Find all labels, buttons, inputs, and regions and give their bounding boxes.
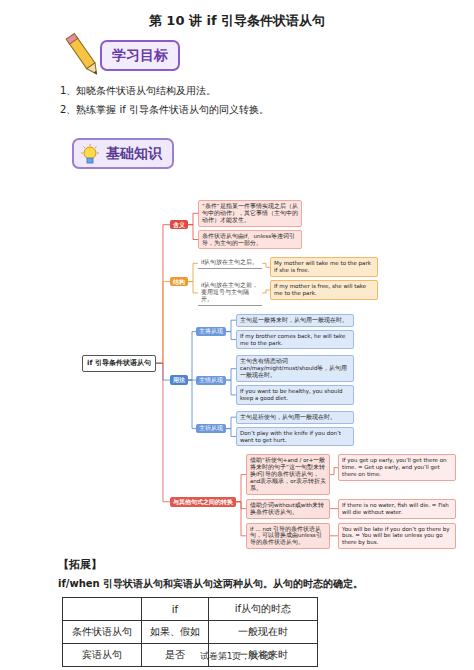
conversion-box: 借助介词without或with来转换条件状语从句。 <box>246 499 330 519</box>
tree-connector <box>226 380 236 395</box>
tree-connector <box>226 320 236 331</box>
node-text: 主情从现 <box>199 377 223 384</box>
branch-label: 与其他句式之间的转换 <box>170 497 236 507</box>
tree-connector <box>330 508 338 509</box>
meaning-box: 条件状语从句由if、unless等连词引导，为主句的一部分。 <box>198 230 302 250</box>
tree-connector <box>330 468 338 475</box>
table-cell: 一般现在时 <box>209 621 318 644</box>
structure-note: if从句放在主句之后。 <box>198 257 262 269</box>
node-text: 主祈从现 <box>199 425 223 432</box>
node-text: if从句放在主句之后。 <box>201 259 259 266</box>
node-text: If my mother is free, she will take me t… <box>274 283 374 297</box>
example-box: If you get up early, you’ll get there on… <box>338 454 456 481</box>
table-cell: 是否 <box>142 644 209 667</box>
example-box: My mother will take me to the park if sh… <box>270 257 378 277</box>
node-text: if … not 引导的条件状语从句，可以替换成由unless引导的条件状语从句… <box>250 526 326 547</box>
tree-connector <box>236 502 246 536</box>
tree-connector <box>156 363 170 502</box>
example-box: If my mother is free, she will take me t… <box>270 280 378 300</box>
goal-item: 1、知晓条件状语从句结构及用法。 <box>60 84 216 98</box>
meaning-box: “条件”是指某一件事情实现之后（从句中的动作），其它事情（主句中的动作）才能发生… <box>198 200 302 227</box>
sub-branch: 主情从现 <box>196 376 226 385</box>
node-text: If there is no water, fish will die. = F… <box>342 502 452 516</box>
table-cell: if <box>142 598 209 621</box>
tree-connector <box>188 282 198 293</box>
node-text: 主句是一般将来时，从句用一般现在时。 <box>240 317 350 324</box>
node-text: 学习目标 <box>112 47 168 64</box>
tree-connector <box>156 282 170 364</box>
node-text: My mother will take me to the park if sh… <box>274 260 374 274</box>
tree-connector <box>188 213 198 224</box>
node-text: 条件状语从句由if、unless等连词引导，为主句的一部分。 <box>202 233 298 247</box>
rule-box: 主句是祈使句，从句用一般现在时。 <box>236 411 354 424</box>
tree-connector <box>188 225 198 240</box>
node-text: 与其他句式之间的转换 <box>173 498 233 506</box>
tree-connector <box>226 332 236 340</box>
goal-item: 2、熟练掌握 if 引导条件状语从句的同义转换。 <box>60 103 269 117</box>
root-topic: if 引导条件状语从句 <box>82 355 156 372</box>
node-text: If my brother comes back, he will take m… <box>240 333 350 347</box>
node-text: If you get up early, you’ll get there on… <box>342 457 452 478</box>
node-text: 主将从现 <box>199 328 223 335</box>
table-cell: if从句的时态 <box>209 598 318 621</box>
node-text: 含义 <box>173 221 185 229</box>
table-cell <box>63 598 142 621</box>
conversion-box: 借助“祈使句+and / or+一般将来时的句子”这一句型来转换if引导的条件状… <box>246 454 330 494</box>
tree-connector <box>330 535 338 536</box>
node-text: 结构 <box>173 278 185 286</box>
sub-branch: 主祈从现 <box>196 424 226 433</box>
page-title: 第 10 讲 if 引导条件状语从句 <box>0 12 474 30</box>
goal-banner: 学习目标 <box>100 40 180 71</box>
node-text: 借助“祈使句+and / or+一般将来时的句子”这一句型来转换if引导的条件状… <box>250 457 326 491</box>
section-heading: 【拓展】 <box>58 557 102 572</box>
tree-connector <box>236 475 246 502</box>
branch-label: 结构 <box>170 277 188 287</box>
node-text: 主句是祈使句，从句用一般现在时。 <box>240 414 350 421</box>
node-text: Don’t play with the knife if you don’t w… <box>240 430 350 444</box>
structure-note: if从句放在主句之前，要用逗号与主句隔开。 <box>198 280 262 306</box>
tree-connector <box>226 369 236 380</box>
conversion-box: if … not 引导的条件状语从句，可以替换成由unless引导的条件状语从句… <box>246 523 330 550</box>
rule-box: 主句含有情态动词can/may/might/must/should等，从句用一般… <box>236 355 354 382</box>
example-box: Don’t play with the knife if you don’t w… <box>236 427 354 447</box>
table-cell: 宾语从句 <box>63 644 142 667</box>
table-cell: 条件状语从句 <box>63 621 142 644</box>
page-footer: 试卷第1页，共6页 <box>0 650 474 663</box>
tree-connector <box>226 429 236 437</box>
tree-connector <box>188 380 196 429</box>
node-text: if 引导条件状语从句 <box>87 359 151 368</box>
note-text: if/when 引导状语从句和宾语从句这两种从句。从句的时态的确定。 <box>58 577 363 591</box>
node-text: You will be late if you don’t go there b… <box>342 526 452 547</box>
node-text: 借助介词without或with来转换条件状语从句。 <box>250 502 326 516</box>
branch-label: 用法 <box>170 375 188 385</box>
pencil-icon <box>64 30 104 82</box>
tree-connector <box>262 290 270 293</box>
tree-connector <box>156 225 170 364</box>
node-text: “条件”是指某一件事情实现之后（从句中的动作），其它事情（主句中的动作）才能发生… <box>202 203 298 224</box>
tree-connector <box>188 332 196 381</box>
tree-connector <box>188 263 198 281</box>
node-text: 基础知识 <box>106 145 162 162</box>
example-box: If my brother comes back, he will take m… <box>236 330 354 350</box>
rule-box: 主句是一般将来时，从句用一般现在时。 <box>236 314 354 327</box>
node-text: If you want to be healthy, you should ke… <box>240 388 350 402</box>
knowledge-banner: 基础知识 <box>72 138 174 169</box>
node-text: if从句放在主句之前，要用逗号与主句隔开。 <box>201 282 259 303</box>
tense-table: ifif从句的时态 条件状语从句如果、假如一般现在时 宾语从句是否一般将来时 <box>62 597 318 667</box>
node-text: 主句含有情态动词can/may/might/must/should等，从句用一般… <box>240 358 350 379</box>
example-box: You will be late if you don’t go there b… <box>338 523 456 550</box>
example-box: If there is no water, fish will die. = F… <box>338 499 456 519</box>
table-cell: 如果、假如 <box>142 621 209 644</box>
node-text: 用法 <box>173 376 185 384</box>
sub-branch: 主将从现 <box>196 327 226 336</box>
example-box: If you want to be healthy, you should ke… <box>236 385 354 405</box>
tree-connector <box>262 263 270 267</box>
tree-connector <box>226 417 236 428</box>
branch-label: 含义 <box>170 220 188 230</box>
